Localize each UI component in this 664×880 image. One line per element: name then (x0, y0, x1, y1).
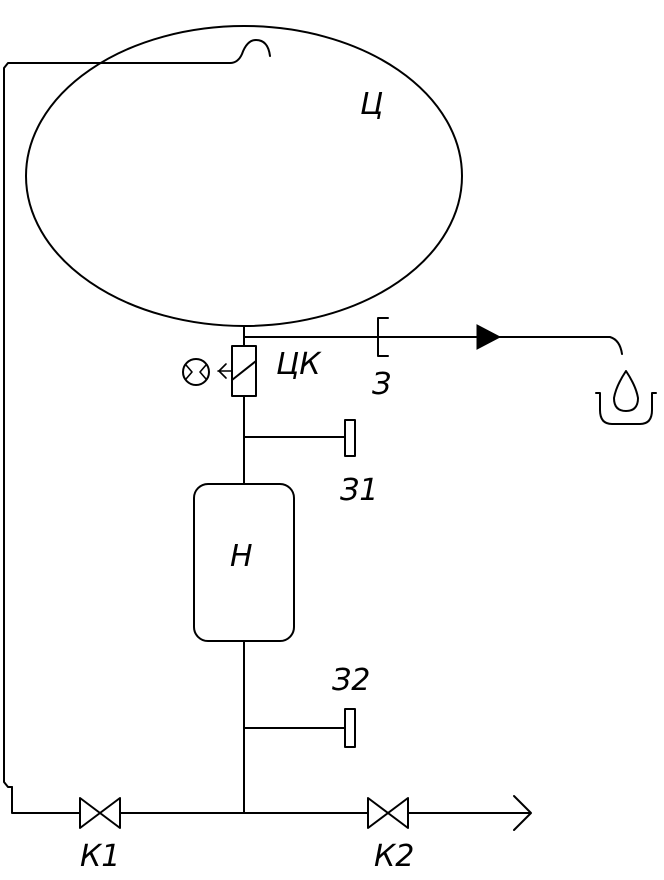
valve-31-cap (344, 419, 356, 457)
valve-k2-label: К2 (374, 839, 414, 874)
inlet-hook (229, 39, 271, 64)
bottom-line-left (11, 786, 81, 814)
valve-3-bracket (377, 317, 389, 357)
return-line (3, 62, 231, 788)
pump-body (193, 483, 295, 642)
drain-drop-icon (595, 370, 657, 425)
valve-k1 (79, 797, 121, 829)
flow-arrow-icon (476, 324, 502, 350)
valve-32-cap (344, 708, 356, 748)
valve-k2 (367, 797, 409, 829)
actuator-icon (182, 358, 210, 386)
valve-k1-label: К1 (80, 839, 120, 874)
outlet-line (243, 336, 623, 355)
valve-32-label: З2 (332, 663, 370, 698)
cylinder-valve-label: ЦК (276, 347, 322, 382)
cylinder-tank (25, 25, 463, 327)
valve-31-label: З1 (340, 473, 378, 508)
pump-label: Н (230, 539, 253, 574)
valve-3-label: З (372, 367, 391, 402)
cylinder-valve-ck (217, 345, 257, 397)
cylinder-label: Ц (360, 87, 383, 122)
outlet-arrow-icon (513, 795, 532, 831)
